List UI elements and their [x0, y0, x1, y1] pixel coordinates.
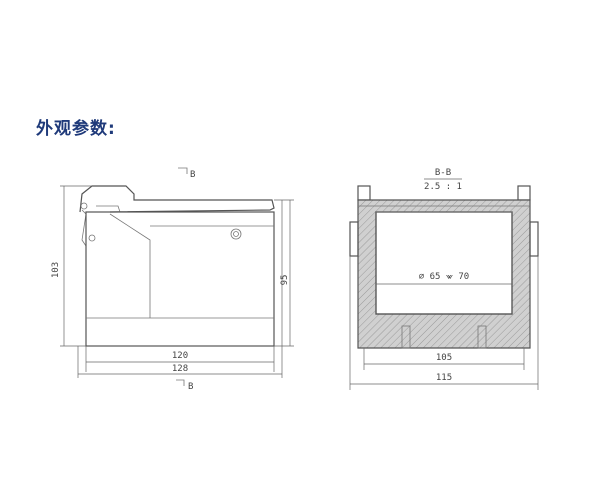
right-top-tab: [517, 185, 531, 201]
dim-height-95: 95: [280, 275, 290, 286]
section-view: B-B 2.5 : 1 ⌀ 65 ⩖ 70 105 115: [349, 168, 539, 390]
right-side-latch: [529, 221, 539, 257]
latch-arm: [81, 209, 87, 247]
base-slot-right: [477, 325, 487, 349]
section-arrow-bottom: [176, 379, 185, 386]
dim-diameter: ⌀ 65 ⩖ 70: [419, 272, 469, 282]
section-title: B-B: [435, 168, 451, 178]
section-scale: 2.5 : 1: [424, 182, 462, 192]
side-view: B 103 95 120 128 B: [51, 167, 294, 392]
screw-inner: [233, 231, 239, 237]
dim-width-105: 105: [436, 353, 452, 363]
dim-width-115: 115: [436, 373, 452, 383]
section-mark-top: B: [190, 170, 195, 180]
section-mark-bottom: B: [188, 382, 193, 392]
lid-hinge: [96, 205, 121, 213]
lid-outline: [79, 185, 275, 213]
inner-slope-line: [109, 213, 151, 318]
inner-cavity: [375, 211, 513, 315]
section-arrow-top: [178, 167, 188, 174]
body-outline: [85, 211, 275, 347]
dim-height-103: 103: [51, 262, 61, 278]
left-side-latch: [349, 221, 359, 257]
left-top-tab: [357, 185, 371, 201]
page-heading: 外观参数:: [36, 119, 116, 139]
base-slot-left: [401, 325, 411, 349]
dim-width-120: 120: [172, 351, 188, 361]
dim-width-128: 128: [172, 364, 188, 374]
latch-pin: [88, 234, 96, 242]
screw-outer: [230, 228, 242, 240]
hinge-pin: [80, 202, 88, 210]
